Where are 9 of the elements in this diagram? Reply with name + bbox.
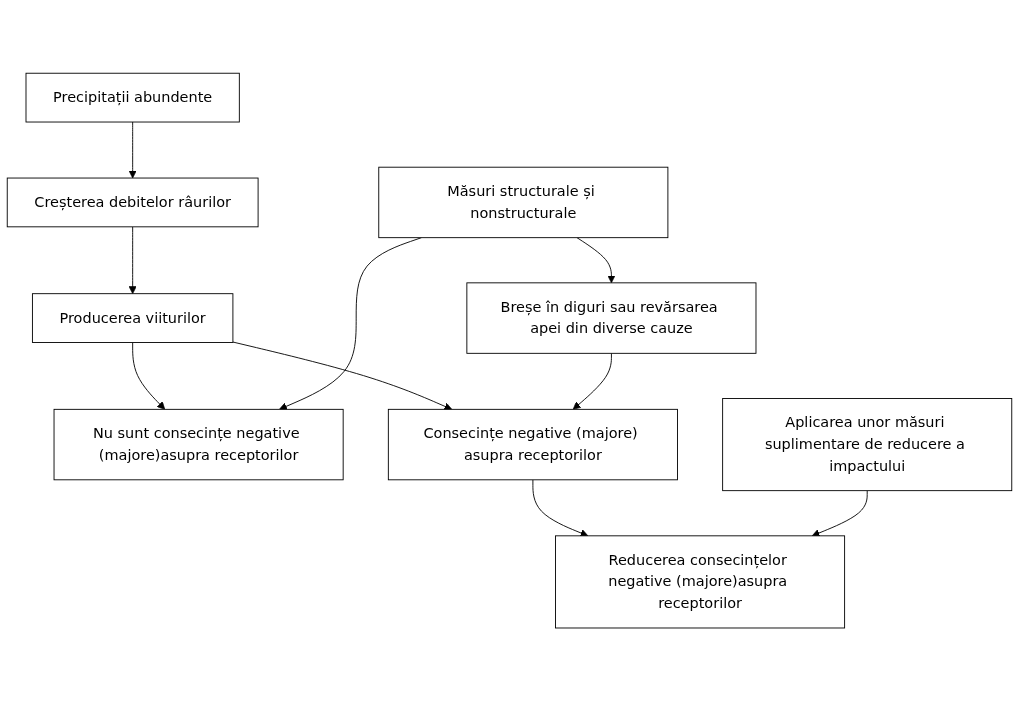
node-box: Creșterea debitelor râurilor (6, 178, 259, 228)
node-box: Măsuri structurale și nonstructurale (378, 167, 669, 239)
node-box: Breșe în diguri sau revărsarea apei din diverse cauze (466, 282, 757, 355)
node-box: Consecințe negative (majore) asupra receptorilor (387, 409, 678, 481)
node-box: Aplicarea unor măsuri suplimentare de reducere a impactului (722, 398, 1013, 492)
node-box: Precipitații abundente (25, 73, 240, 123)
node-box: Nu sunt consecințe negative (majore)asupra receptorilor (53, 409, 344, 481)
node-box: Producerea viiturilor (31, 293, 234, 344)
node-box: Reducerea consecințelor negative (majore)asupra receptorilor (555, 535, 846, 629)
